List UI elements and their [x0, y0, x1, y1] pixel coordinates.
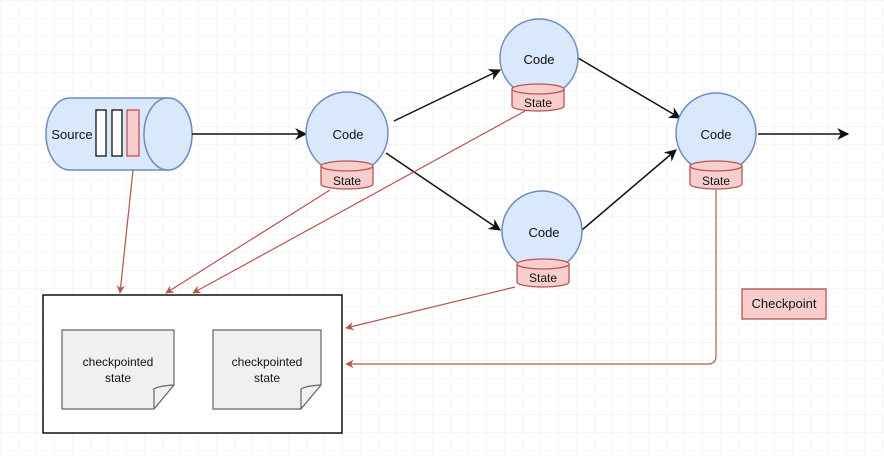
- checkpoint-arrows: [116, 110, 717, 369]
- code-label: Code: [700, 127, 731, 142]
- flow-arrow: [393, 69, 502, 122]
- operator-node[interactable]: Code State: [499, 18, 579, 112]
- checkpoint-legend-label: Checkpoint: [751, 296, 816, 311]
- buffer-slot: [111, 109, 123, 157]
- checkpoint-storage[interactable]: checkpointed state checkpointed state: [42, 294, 343, 434]
- checkpointed-state-document: checkpointed state: [212, 329, 322, 410]
- document-label-line2: state: [105, 371, 131, 385]
- checkpoint-barrier-slot: [126, 109, 140, 157]
- state-store: State: [511, 83, 565, 112]
- checkpoint-arrow: [345, 286, 516, 331]
- document-label-line1: checkpointed: [232, 355, 303, 369]
- state-store: State: [320, 160, 374, 190]
- code-label: Code: [523, 52, 554, 67]
- flow-arrows: [192, 57, 850, 231]
- operator-node[interactable]: Code State: [501, 190, 583, 288]
- checkpoint-arrow: [345, 190, 717, 369]
- flow-arrow: [581, 149, 677, 231]
- state-label: State: [333, 174, 361, 188]
- checkpoint-arrow: [192, 110, 526, 294]
- state-label: State: [702, 174, 730, 188]
- source-node[interactable]: Source: [45, 97, 193, 171]
- state-store: State: [689, 160, 743, 190]
- code-label: Code: [528, 225, 559, 240]
- state-label: State: [529, 271, 557, 285]
- operator-node[interactable]: Code State: [305, 91, 389, 190]
- operator-node[interactable]: Code State: [675, 92, 757, 190]
- state-store: State: [516, 258, 570, 288]
- flow-arrow: [577, 57, 682, 119]
- checkpointed-state-document: checkpointed state: [61, 329, 175, 410]
- checkpoint-legend: Checkpoint: [741, 288, 827, 320]
- buffer-slot: [95, 109, 107, 157]
- checkpoint-legend-box: [741, 288, 827, 320]
- checkpoint-arrow: [116, 169, 134, 294]
- code-label: Code: [332, 127, 363, 142]
- source-label: Source: [51, 127, 92, 142]
- checkpoint-arrow: [165, 189, 331, 294]
- document-label-line2: state: [254, 371, 280, 385]
- document-label-line1: checkpointed: [83, 355, 154, 369]
- flow-arrow: [385, 152, 501, 231]
- state-label: State: [524, 96, 552, 110]
